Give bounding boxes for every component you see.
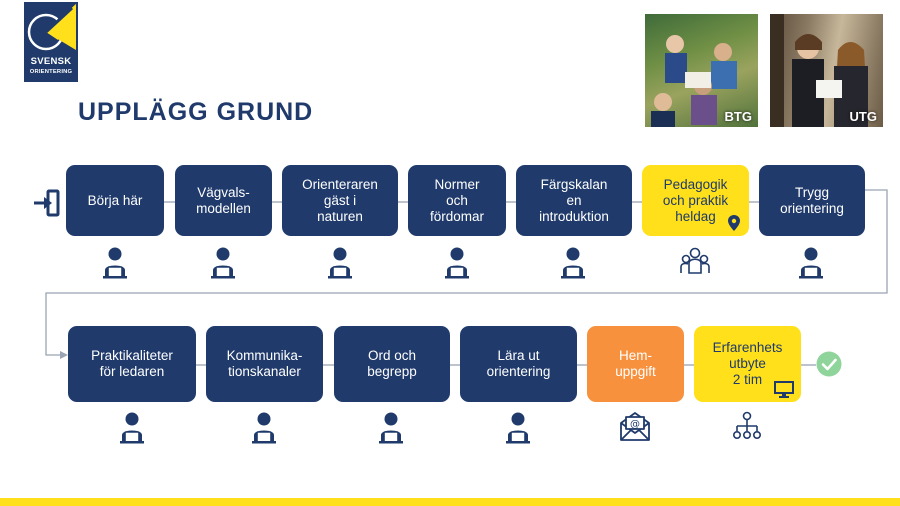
photo-label-utg: UTG <box>849 109 877 124</box>
step-normer-fordomar[interactable]: Normer och fördomar <box>408 165 506 236</box>
step-label: Färgskalan en introduktion <box>539 176 609 224</box>
enter-icon <box>34 189 60 217</box>
person-laptop-icon <box>211 247 235 279</box>
person-laptop-icon <box>445 247 469 279</box>
location-pin-icon <box>728 215 740 231</box>
step-trygg-orientering[interactable]: Trygg orientering <box>759 165 865 236</box>
person-laptop-icon <box>799 247 823 279</box>
person-laptop-icon <box>103 247 127 279</box>
person-laptop-icon <box>506 412 530 444</box>
step-label: Orienteraren gäst i naturen <box>302 176 378 224</box>
person-laptop-icon <box>120 412 144 444</box>
logo-text-orientering: ORIENTERING <box>29 69 73 75</box>
step-fargskalan[interactable]: Färgskalan en introduktion <box>516 165 632 236</box>
person-laptop-icon <box>328 247 352 279</box>
step-label: Trygg orientering <box>780 184 844 216</box>
step-orienteraren-gast[interactable]: Orienteraren gäst i naturen <box>282 165 398 236</box>
network-icon <box>732 411 761 439</box>
person-laptop-icon <box>252 412 276 444</box>
person-laptop-icon <box>379 412 403 444</box>
step-praktikaliteter[interactable]: Praktikaliteter för ledaren <box>68 326 196 402</box>
step-label: Kommunika- tionskanaler <box>226 348 303 379</box>
step-label: Erfarenhets utbyte 2 tim <box>712 340 783 387</box>
photo-label-btg: BTG <box>724 109 752 124</box>
logo-text-svensk: SVENSK <box>30 56 72 67</box>
svg-text:@: @ <box>630 419 640 430</box>
page-title: UPPLÄGG GRUND <box>78 98 314 126</box>
completed-check-icon <box>816 351 842 377</box>
step-label: Lära ut orientering <box>486 348 551 379</box>
step-label: Ord och begrepp <box>367 348 417 379</box>
email-icon: @ <box>620 412 650 441</box>
step-borja-har[interactable]: Börja här <box>66 165 164 236</box>
step-vagvalsmodellen[interactable]: Vägvals- modellen <box>175 165 272 236</box>
step-kommunikationskanaler[interactable]: Kommunika- tionskanaler <box>206 326 323 402</box>
step-erfarenhetsutbyte[interactable]: Erfarenhets utbyte 2 tim <box>694 326 801 402</box>
step-pedagogik-praktik[interactable]: Pedagogik och praktik heldag <box>642 165 749 236</box>
step-ord-och-begrepp[interactable]: Ord och begrepp <box>334 326 450 402</box>
bottom-accent-bar <box>0 498 900 506</box>
step-hemuppgift[interactable]: Hem- uppgift <box>587 326 684 402</box>
step-label: Pedagogik och praktik heldag <box>662 176 729 224</box>
step-label: Hem- uppgift <box>615 348 656 379</box>
group-icon <box>680 247 710 274</box>
photo-btg: BTG <box>645 14 758 127</box>
step-lara-ut-orientering[interactable]: Lära ut orientering <box>460 326 577 402</box>
step-label: Normer och fördomar <box>429 176 485 224</box>
step-label: Praktikaliteter för ledaren <box>91 348 173 379</box>
step-label: Vägvals- modellen <box>196 184 251 216</box>
compass-logo-icon <box>27 4 76 51</box>
person-laptop-icon <box>561 247 585 279</box>
photo-utg: UTG <box>770 14 883 127</box>
svensk-orientering-logo: SVENSK ORIENTERING <box>24 2 78 82</box>
step-label: Börja här <box>87 192 143 208</box>
monitor-icon <box>774 381 794 398</box>
